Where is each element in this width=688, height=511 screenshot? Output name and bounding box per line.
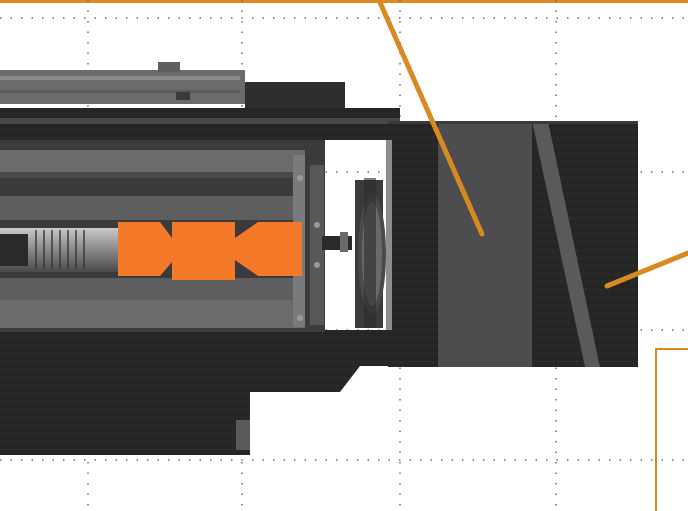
callout-frame bbox=[655, 348, 688, 511]
actuator-rod bbox=[0, 228, 120, 272]
leader-line-1 bbox=[376, 0, 485, 237]
main-housing bbox=[0, 108, 400, 455]
flange bbox=[322, 140, 392, 330]
leader-lines bbox=[376, 0, 688, 289]
right-housing bbox=[388, 121, 638, 367]
leader-line-2 bbox=[604, 250, 688, 289]
orange-part bbox=[118, 222, 302, 280]
